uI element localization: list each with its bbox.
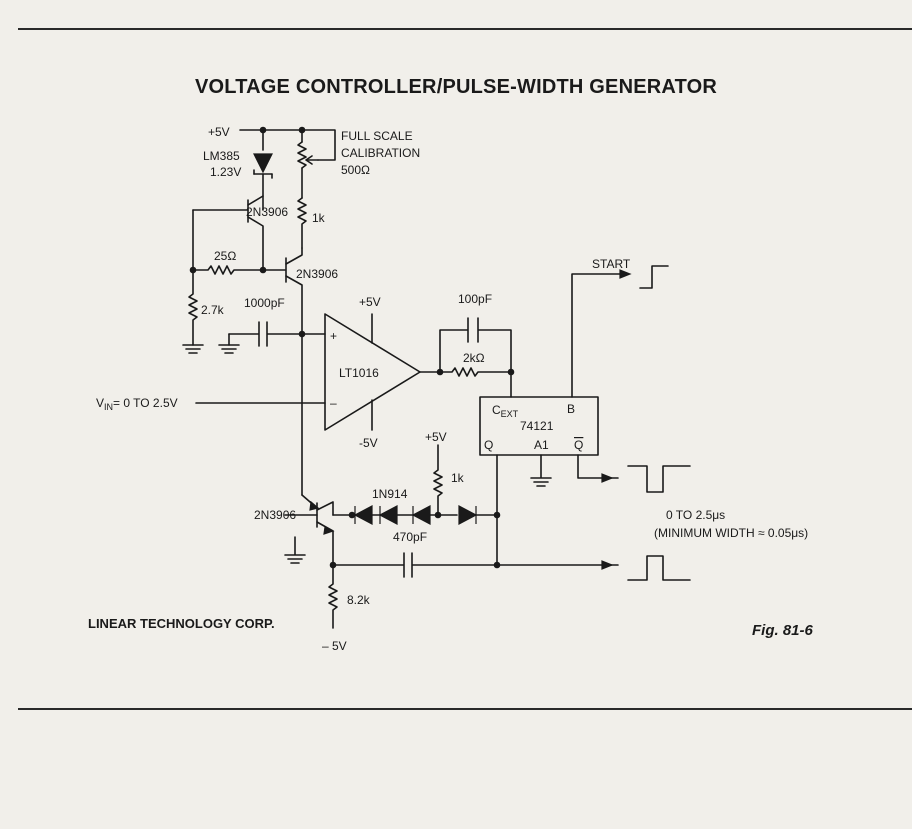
q1-label: 2N3906 <box>246 205 288 219</box>
r27k-label: 2.7k <box>201 303 225 317</box>
start-label: START <box>592 257 631 271</box>
pulse-range-label: 0 TO 2.5μs <box>666 508 725 522</box>
r1k-diode-label: 1k <box>451 471 465 485</box>
pin-qbar-label: Q <box>574 438 583 452</box>
minus5v-bottom-label: – 5V <box>322 639 347 653</box>
r82k-label: 8.2k <box>347 593 371 607</box>
opamp-minus-sign: – <box>330 396 337 410</box>
pin-b-label: B <box>567 402 575 416</box>
company-credit: LINEAR TECHNOLOGY CORP. <box>88 616 275 631</box>
top-rule <box>18 28 912 30</box>
q3-label: 2N3906 <box>254 508 296 522</box>
minus5v-op-label: -5V <box>359 436 378 450</box>
r25-label: 25Ω <box>214 249 236 263</box>
cext-label: CEXT <box>492 403 519 419</box>
opamp-plus-sign: + <box>330 329 337 343</box>
lm385-label: LM385 <box>203 149 240 163</box>
pin-q-label: Q <box>484 438 493 452</box>
figure-title: VOLTAGE CONTROLLER/PULSE-WIDTH GENERATOR <box>194 76 718 98</box>
plus5v-diode-label: +5V <box>425 430 447 444</box>
opamp-label: LT1016 <box>339 366 379 380</box>
q2-label: 2N3906 <box>296 267 338 281</box>
r2k-label: 2kΩ <box>463 351 485 365</box>
r1k-top-label: 1k <box>312 211 326 225</box>
plus5v-op-label: +5V <box>359 295 381 309</box>
pin-a1-label: A1 <box>534 438 549 452</box>
diode-label: 1N914 <box>372 487 408 501</box>
bottom-rule <box>18 708 912 710</box>
pot-value-label: 500Ω <box>341 163 370 177</box>
c100-label: 100pF <box>458 292 492 306</box>
plus5v-top-label: +5V <box>208 125 230 139</box>
calibration-label: CALIBRATION <box>341 146 420 160</box>
lm385-voltage-label: 1.23V <box>210 165 241 179</box>
min-width-label: (MINIMUM WIDTH ≈ 0.05μs) <box>654 526 808 540</box>
vin-label: VIN= 0 TO 2.5V <box>96 396 178 412</box>
figure-number: Fig. 81-6 <box>752 622 813 639</box>
c470-label: 470pF <box>393 530 427 544</box>
ic-74121-label: 74121 <box>520 419 554 433</box>
c1000-label: 1000pF <box>244 296 285 310</box>
full-scale-label: FULL SCALE <box>341 129 413 143</box>
